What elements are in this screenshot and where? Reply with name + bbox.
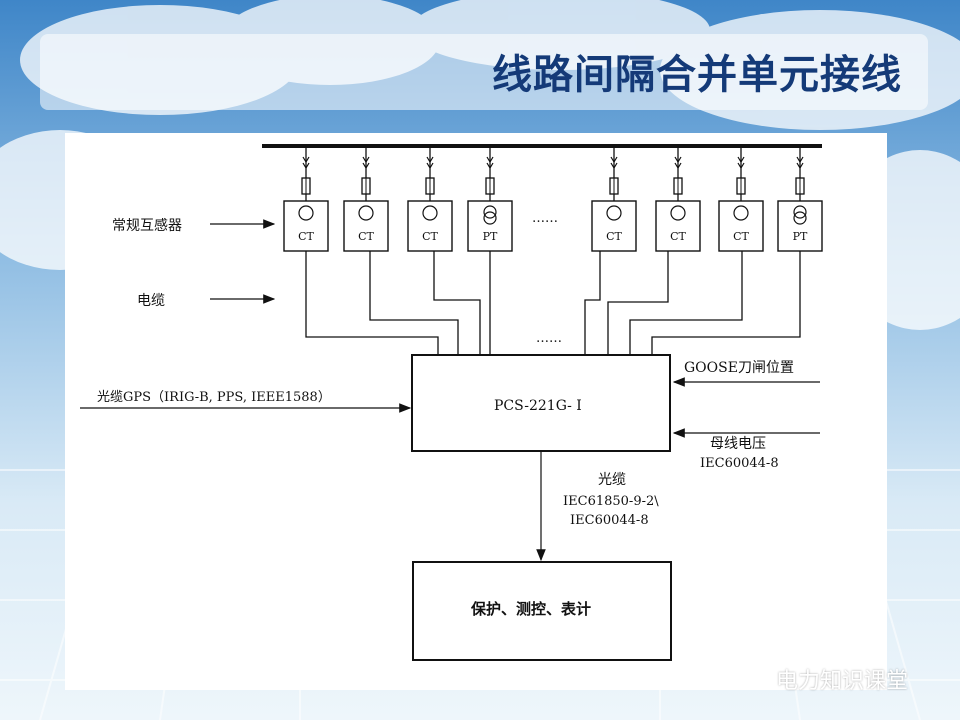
transformer-bay: CT	[283, 146, 329, 252]
transformer-bay: PT	[777, 146, 823, 252]
slide-title: 线路间隔合并单元接线	[492, 52, 902, 98]
bay-ellipsis: ……	[532, 211, 558, 226]
output-box	[412, 561, 672, 661]
label-cable: 电缆	[137, 293, 165, 309]
transformer-bay: CT	[407, 146, 453, 252]
wechat-icon	[738, 666, 766, 692]
label-transformers: 常规互感器	[112, 217, 182, 234]
output-box-label: 保护、测控、表计	[470, 600, 591, 618]
label-fiber-std1: IEC61850-9-2\	[563, 494, 659, 509]
transformer-label: CT	[670, 230, 686, 243]
title-band	[40, 34, 928, 110]
label-bus-std: IEC60044-8	[700, 456, 779, 471]
transformer-bay: PT	[467, 146, 513, 252]
label-goose: GOOSE刀闸位置	[684, 360, 794, 376]
label-fiber: 光缆	[598, 472, 626, 488]
transformer-bay: CT	[343, 146, 389, 252]
transformer-label: CT	[733, 230, 749, 243]
label-bus-voltage: 母线电压	[710, 436, 766, 452]
cable-ellipsis: ……	[536, 331, 562, 346]
transformer-label: PT	[483, 230, 498, 243]
transformer-label: CT	[298, 230, 314, 243]
transformer-bays: CT CT CT PT CT CT CT PT	[283, 146, 823, 252]
footer-brand: 电力知识课堂	[738, 664, 908, 694]
footer-label: 电力知识课堂	[776, 669, 909, 694]
transformer-label: CT	[606, 230, 622, 243]
transformer-bay: CT	[591, 146, 637, 252]
label-gps: 光缆GPS（IRIG-B, PPS, IEEE1588）	[97, 389, 331, 405]
transformer-bay: CT	[655, 146, 701, 252]
label-fiber-std2: IEC60044-8	[570, 513, 649, 528]
transformer-label: CT	[422, 230, 438, 243]
transformer-label: PT	[793, 230, 808, 243]
transformer-bay: CT	[718, 146, 764, 252]
merging-unit-box	[411, 354, 671, 452]
transformer-label: CT	[358, 230, 374, 243]
merging-unit-label: PCS-221G- I	[494, 398, 582, 414]
cable-lines	[305, 251, 801, 355]
